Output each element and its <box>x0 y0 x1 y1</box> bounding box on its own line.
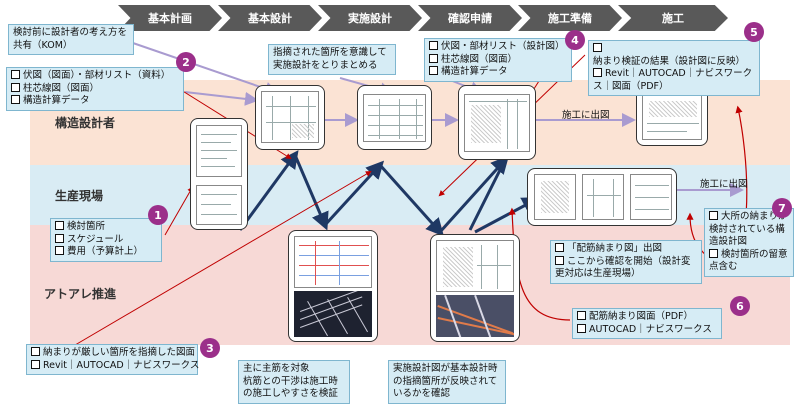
note-rebar-target: 主に主筋を対象 杭筋との干渉は施工時の施工しやすさを検証 <box>238 360 350 404</box>
badge-4: 4 <box>565 30 585 50</box>
doc-site-rebar <box>527 168 677 226</box>
lane-label-atoare: アトアレ推進 <box>44 287 117 301</box>
lane-label-structural: 構造設計者 <box>55 116 116 130</box>
badge-1: 1 <box>148 205 168 225</box>
note-kom: 検討前に設計者の考え方を共有（KOM） <box>8 24 134 55</box>
badge-3: 3 <box>200 338 220 358</box>
lane-label-site: 生産現場 <box>55 189 104 203</box>
note-3: 納まりが厳しい箇所を指摘した図面 Revit｜AUTOCAD｜ナビスワークス <box>26 344 199 375</box>
doc-atoare-basic <box>288 230 378 342</box>
doc-construction-structural <box>636 88 708 146</box>
badge-5: 5 <box>744 22 764 42</box>
doc-detailed-design-structural <box>357 85 432 150</box>
phase-construction: 施工 <box>618 5 728 31</box>
doc-permit-structural <box>458 85 536 160</box>
doc-basic-plan <box>190 118 248 230</box>
phase-permit: 確認申請 <box>418 5 522 31</box>
phase-detailed-design: 実施設計 <box>318 5 422 31</box>
doc-basic-design-structural <box>255 85 325 150</box>
note-2: 伏図（図面）・部材リスト（資料） 柱芯線図（図面） 構造計算データ <box>6 67 184 111</box>
note-detailed-design: 指摘された箇所を意識して実施設計をとりまとめる <box>268 44 396 75</box>
note-5: 納まり検証の結果（設計図に反映） Revit｜AUTOCAD｜ナビスワークス｜図… <box>588 40 760 96</box>
badge-6: 6 <box>730 296 750 316</box>
phase-basic-design: 基本設計 <box>218 5 322 31</box>
doc-atoare-check <box>430 234 520 342</box>
note-1: 検討箇所 スケジュール 費用（予算計上） <box>50 218 162 262</box>
note-7: 大所の納まりが検討されている構造設計図 検討箇所の留意点含む <box>704 208 794 277</box>
phase-construction-prep: 施工準備 <box>518 5 622 31</box>
badge-7: 7 <box>772 198 792 218</box>
note-4: 伏図・部材リスト（設計図） 柱芯線図（図面） 構造計算データ <box>424 38 572 82</box>
note-site-rebar: 「配筋納まり図」出図 ここから確認を開始（設計変更対応は生産現場） <box>550 240 702 284</box>
phase-basic-plan: 基本計画 <box>118 5 222 31</box>
note-check: 実施設計図が基本設計時の指摘箇所が反映されているかを確認 <box>388 360 506 404</box>
badge-2: 2 <box>176 52 196 72</box>
label-issue-construction-2: 施工に出図 <box>700 179 748 190</box>
label-issue-construction-1: 施工に出図 <box>562 110 610 121</box>
note-6: 配筋納まり図面（PDF） AUTOCAD｜ナビスワークス <box>572 308 722 339</box>
